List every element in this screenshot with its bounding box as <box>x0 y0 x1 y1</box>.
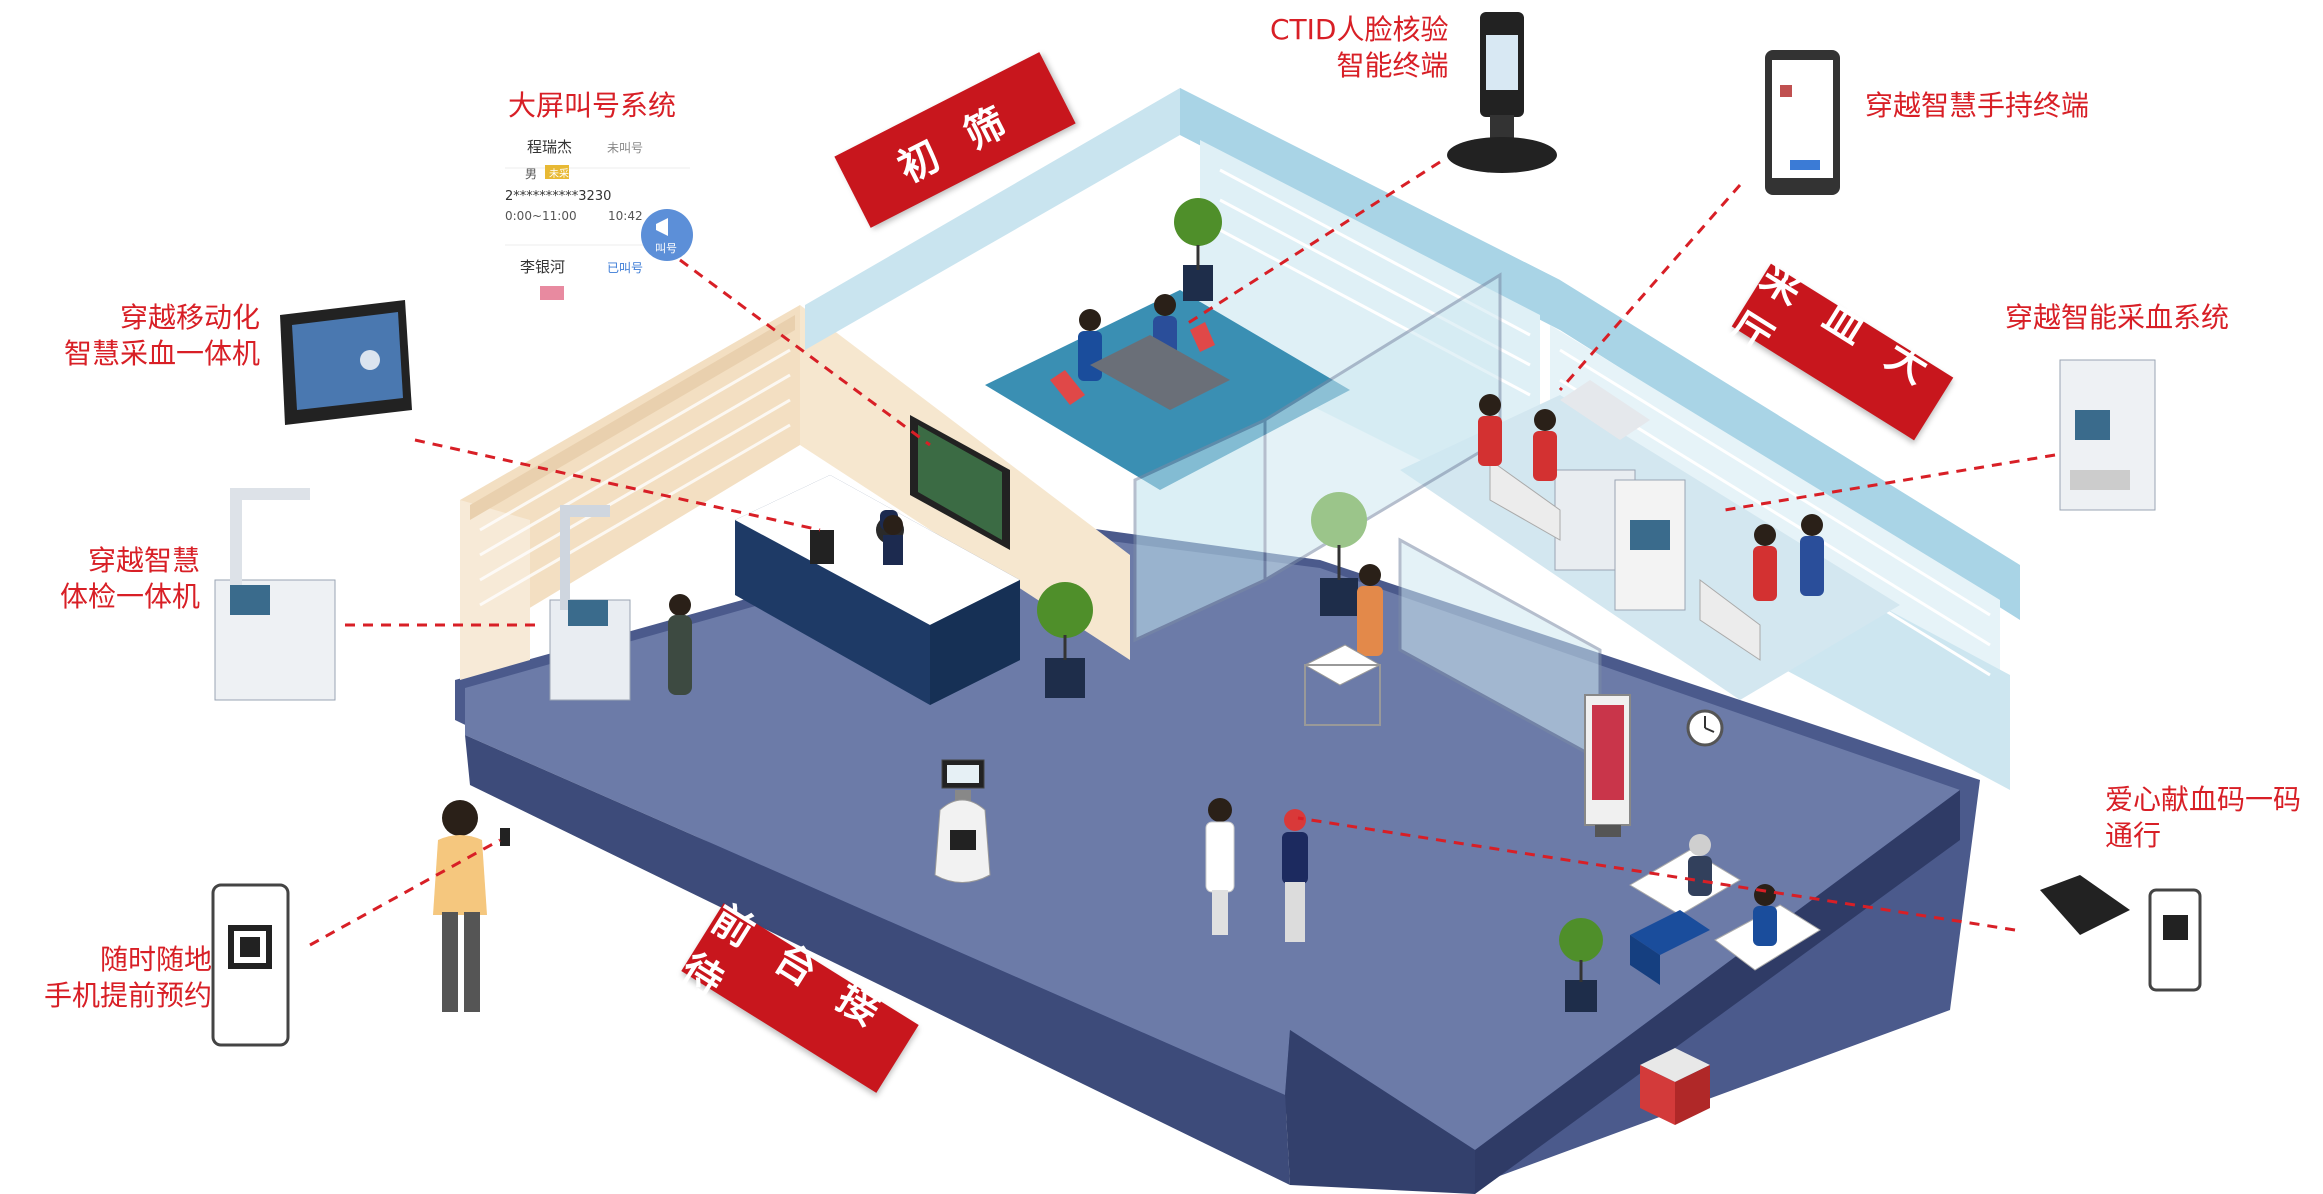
potted-plants <box>1037 198 1603 1012</box>
callout-mobile-line2: 智慧采血一体机 <box>64 337 261 370</box>
callout-exam: 穿越智慧 体检一体机 <box>60 543 200 615</box>
callout-donate-line2: 通行 <box>2105 819 2162 852</box>
qr-scanner-and-phone <box>2040 875 2202 992</box>
screening-table <box>1050 322 1230 410</box>
mobile-blood-tablet <box>280 300 412 425</box>
callout-ctid-line2: 智能终端 <box>1336 49 1449 82</box>
medical-trolley <box>1303 644 1382 726</box>
callout-phone: 随时随地 手机提前预约 <box>44 942 212 1014</box>
callout-phone-line1: 随时随地 <box>100 943 213 976</box>
phone-appointment-mockup <box>211 883 290 1047</box>
card-name-1: 程瑞杰 <box>527 138 572 156</box>
digital-signage <box>1584 694 1631 837</box>
card-gender: 男 <box>525 167 537 181</box>
clock-icon <box>1686 709 1724 747</box>
health-check-kiosk-in-room <box>549 505 631 701</box>
callout-smart-blood: 穿越智能采血系统 <box>2005 301 2230 334</box>
callout-exam-line1: 穿越智慧 <box>88 544 201 577</box>
callout-donate: 爱心献血码一码 通行 <box>2105 782 2301 854</box>
card-name-2: 李银河 <box>520 258 565 276</box>
callout-ctid: CTID人脸核验 智能终端 <box>1270 12 1448 84</box>
smart-exam-kiosk <box>214 488 336 701</box>
card-status-2: 已叫号 <box>607 261 643 275</box>
call-number-card: 程瑞杰 未叫号 男 未采 2**********3230 0:00~11:00 … <box>490 120 693 310</box>
callout-leader-lines <box>309 160 2056 947</box>
person-with-phone <box>433 800 510 1012</box>
callout-mobile-line1: 穿越移动化 <box>120 301 261 334</box>
callout-big-screen-call: 大屏叫号系统 <box>508 89 677 122</box>
ctid-face-terminal <box>1447 12 1557 173</box>
smart-blood-system-device <box>2059 359 2156 511</box>
callout-ctid-line1: CTID人脸核验 <box>1270 13 1449 46</box>
waiting-sofas <box>1629 849 1821 985</box>
card-time-range: 0:00~11:00 <box>505 209 577 223</box>
call-number-big-screen <box>910 415 1010 550</box>
callout-handheld: 穿越智慧手持终端 <box>1865 89 2090 122</box>
smart-handheld-terminal <box>1765 50 1840 195</box>
card-id: 2**********3230 <box>505 189 611 204</box>
medical-waste-bin <box>1640 1048 1710 1125</box>
card-time-check: 10:42 <box>608 209 643 223</box>
guide-robot <box>934 759 991 883</box>
call-button-label: 叫号 <box>655 242 677 255</box>
card-tag: 未采 <box>549 168 569 180</box>
callout-exam-line2: 体检一体机 <box>60 580 201 613</box>
callout-donate-line1: 爱心献血码一码 <box>2105 783 2302 816</box>
megaphone-icon <box>656 218 668 236</box>
blood-collection-area <box>1489 380 1761 661</box>
callout-phone-line2: 手机提前预约 <box>44 979 213 1012</box>
callout-mobile: 穿越移动化 智慧采血一体机 <box>64 300 260 372</box>
card-status-1: 未叫号 <box>607 141 643 155</box>
